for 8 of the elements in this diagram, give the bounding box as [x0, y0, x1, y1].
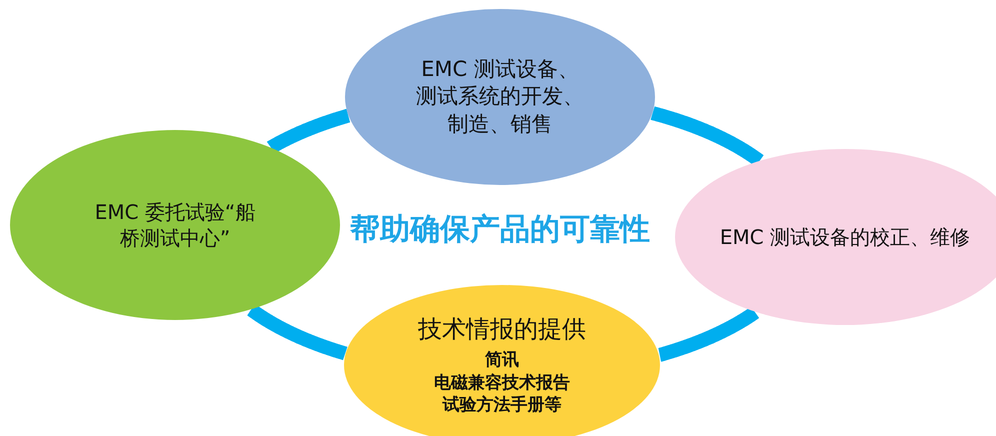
- node-subtext: 试验方法手册等: [441, 394, 562, 416]
- node-subtext: 简讯: [484, 349, 520, 372]
- node-text: 技术情报的提供: [417, 314, 587, 346]
- node-text: EMC 委托试验“船桥测试中心”: [94, 199, 256, 251]
- node-text: EMC 测试设备、测试系统的开发、制造、销售: [415, 56, 585, 138]
- center-caption: 帮助确保产品的可靠性: [350, 211, 650, 249]
- node-subtext: 电磁兼容技术报告: [433, 372, 571, 394]
- node-text: EMC 测试设备的校正、维修: [718, 224, 972, 250]
